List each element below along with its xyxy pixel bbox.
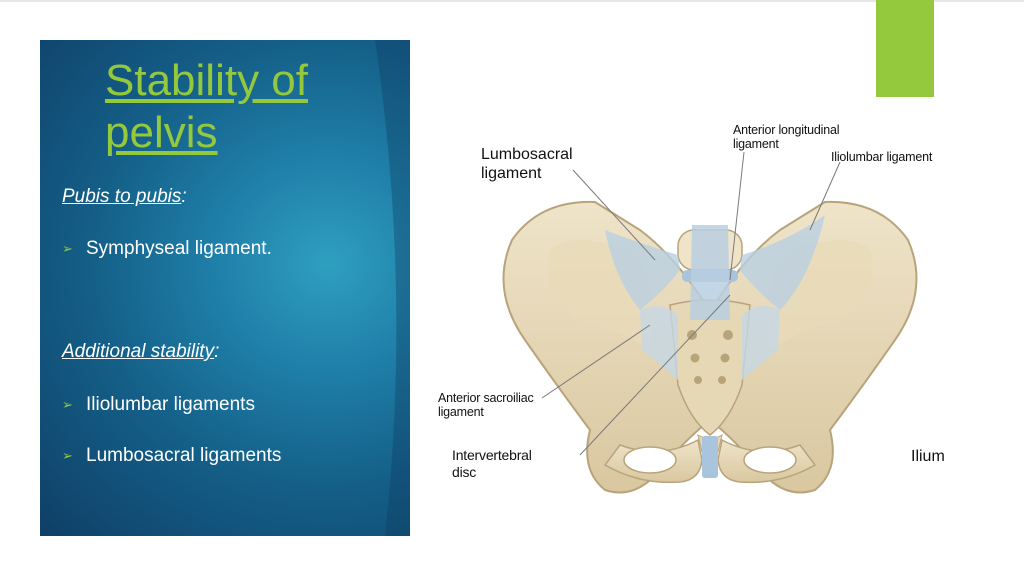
accent-bar <box>876 0 934 97</box>
pubic-symphysis <box>702 436 718 478</box>
arrow-bullet-icon: ➢ <box>62 397 73 412</box>
section-heading-text: Pubis to pubis <box>62 186 182 207</box>
leader-lines <box>541 151 841 456</box>
arrow-bullet-icon: ➢ <box>62 448 73 463</box>
section-heading-text: Additional stability <box>62 341 215 362</box>
bullet-text: Iliolumbar ligaments <box>86 394 255 415</box>
label-lumbosacral-ligament: Lumbosacral ligament <box>481 146 573 182</box>
top-rule <box>0 0 1024 2</box>
label-ilium: Ilium <box>911 448 945 465</box>
label-anterior-sacroiliac-ligament: Anterior sacroiliac ligament <box>438 391 534 419</box>
anterior-longitudinal-ligament <box>690 225 730 320</box>
anterior-sacroiliac-ligament-right <box>742 306 780 380</box>
bullet-item: ➢ Iliolumbar ligaments <box>62 394 255 416</box>
title-panel <box>40 40 410 536</box>
bullet-item: ➢ Lumbosacral ligaments <box>62 445 281 467</box>
pelvis-illustration <box>502 151 918 494</box>
label-iliolumbar-ligament: Iliolumbar ligament <box>831 150 933 164</box>
bullet-text: Symphyseal ligament. <box>86 238 272 259</box>
bullet-text: Lumbosacral ligaments <box>86 445 282 466</box>
slide-title: Stability of pelvis <box>105 56 308 157</box>
iliolumbar-ligament-left <box>605 230 680 310</box>
section-heading-pubis: Pubis to pubis: <box>62 186 187 208</box>
section-heading-suffix: : <box>214 341 220 362</box>
section-heading-suffix: : <box>181 186 187 207</box>
anterior-sacroiliac-ligament-left <box>640 306 678 380</box>
label-anterior-longitudinal-ligament: Anterior longitudinal ligament <box>733 123 840 151</box>
arrow-bullet-icon: ➢ <box>62 241 73 256</box>
section-heading-additional: Additional stability: <box>62 341 219 363</box>
bullet-item: ➢ Symphyseal ligament. <box>62 238 272 260</box>
iliolumbar-ligament-right <box>740 215 825 310</box>
label-intervertebral-disc: Intervertebral disc <box>452 447 532 480</box>
